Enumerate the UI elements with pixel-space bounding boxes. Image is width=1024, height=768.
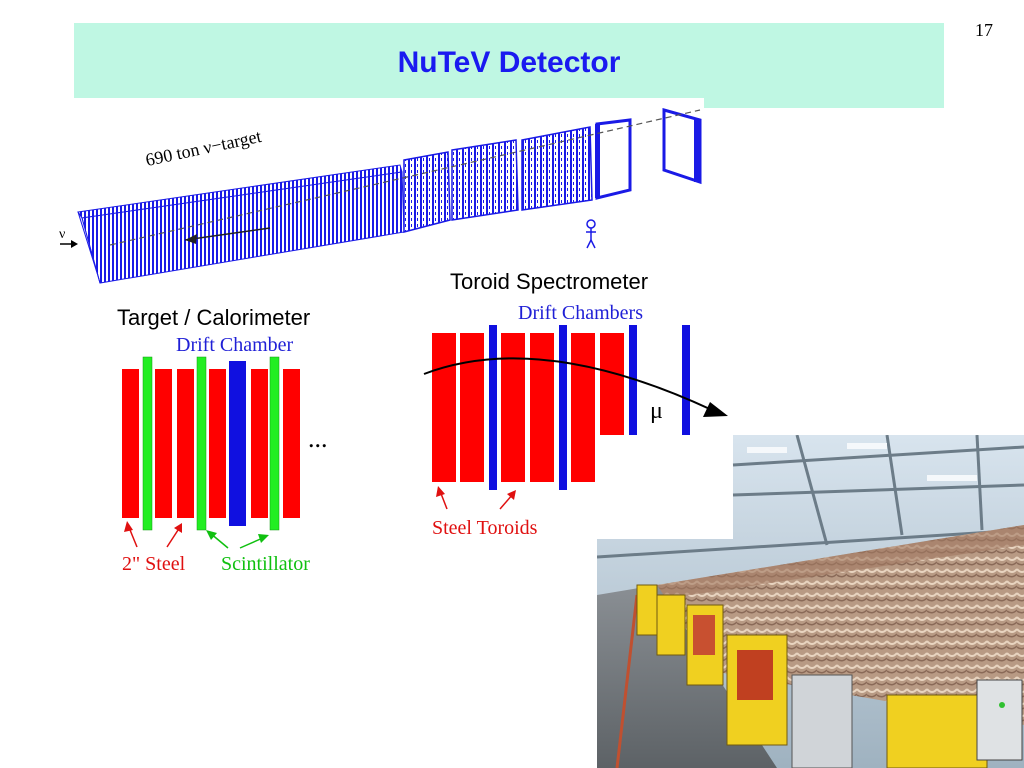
steel-toroid: [501, 333, 525, 482]
person-icon: [586, 219, 596, 249]
detector-hall-photo: [597, 435, 1024, 768]
steel-arrowhead: [124, 521, 133, 532]
muon-track: [423, 357, 713, 411]
nu-arrowhead: [71, 240, 78, 248]
steel-plate: [283, 369, 300, 518]
beam-line: [109, 109, 701, 246]
detector-schematic: [60, 108, 702, 284]
toroid-block-1: [403, 151, 451, 233]
steel-toroid: [571, 333, 595, 482]
toroid-drift-chamber: [489, 325, 497, 490]
chamber-plane-1-edge: [595, 124, 600, 198]
muon-arrowhead: [703, 402, 728, 417]
interaction-arrow: [184, 227, 271, 241]
interaction-arrowhead: [185, 234, 197, 244]
steel-toroids-label: Steel Toroids: [432, 517, 538, 539]
toroid-drift-chamber: [559, 325, 567, 490]
chamber-plane-1: [595, 118, 632, 200]
steel-plate: [177, 369, 194, 518]
target-calorimeter-heading: Target / Calorimeter: [117, 305, 311, 330]
slide-number: 17: [975, 20, 993, 40]
target-end-face: [77, 211, 101, 284]
drift-chambers-label: Drift Chambers: [518, 302, 643, 324]
steel-toroid: [460, 333, 484, 482]
steel-toroid: [530, 333, 554, 482]
toroid-arrowhead: [436, 486, 445, 497]
steel-plate: [155, 369, 172, 518]
slide-title: NuTeV Detector: [397, 46, 621, 79]
nu-label: ν: [59, 227, 66, 242]
title-band: [74, 23, 944, 98]
scintillator-counter: [269, 356, 280, 531]
scintillator-arrowhead: [206, 530, 217, 540]
steel-plate: [209, 369, 226, 518]
drift-chamber: [229, 361, 246, 526]
steel-label: 2" Steel: [122, 553, 186, 575]
continuation-ellipsis: ...: [308, 424, 328, 453]
title-band-tail: [704, 96, 944, 108]
steel-arrowhead: [174, 523, 182, 533]
toroid-spectrometer-heading: Toroid Spectrometer: [450, 269, 649, 294]
scintillator-label: Scintillator: [221, 553, 310, 575]
chamber-plane-2-edge: [694, 120, 700, 182]
steel-toroid: [432, 333, 456, 482]
toroid-block-2: [451, 139, 519, 221]
scintillator-counter: [196, 356, 207, 531]
steel-plate: [122, 369, 139, 518]
toroid-block-3: [521, 126, 593, 211]
drift-chamber-label: Drift Chamber: [176, 334, 294, 356]
scintillator-arrowhead: [258, 534, 269, 543]
toroid-arrowhead: [507, 490, 516, 500]
muon-label: μ: [650, 398, 663, 424]
scintillator-counter: [142, 356, 153, 531]
steel-plate: [251, 369, 268, 518]
